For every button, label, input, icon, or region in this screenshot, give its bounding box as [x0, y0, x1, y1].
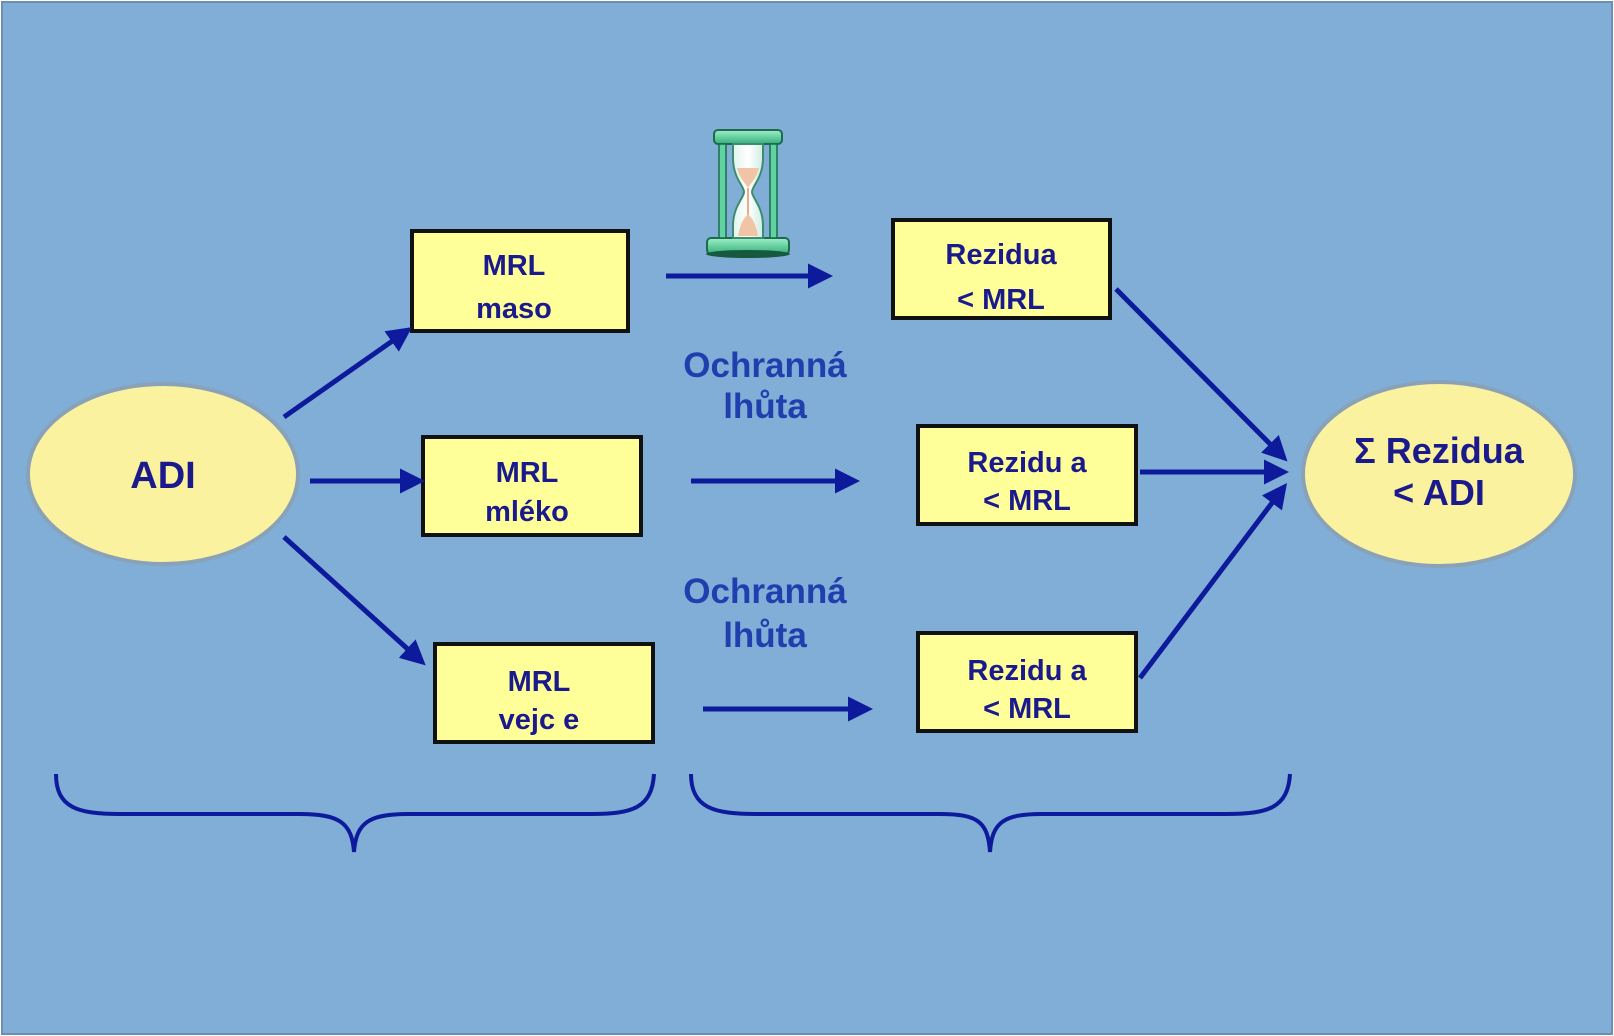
withdrawal-label-lower-line1: Ochranná [683, 572, 847, 611]
mrl-box-maso-line1: MRL [483, 250, 546, 282]
mrl-box-vejce-line1: MRL [508, 666, 571, 698]
mrl-box-vejce-rect [433, 642, 655, 744]
rezidua-box-3-line1: Rezidu a [967, 655, 1087, 687]
hourglass-icon [706, 129, 790, 258]
mrl-box-maso: MRL maso [410, 229, 630, 333]
mrl-box-mleko: MRL mléko [421, 435, 643, 537]
adi-label: ADI [130, 455, 195, 497]
sum-label-line2: < ADI [1393, 472, 1485, 513]
rezidua-box-1-line1: Rezidua [945, 239, 1057, 271]
arrow-rezidua1-to-sum [1114, 287, 1288, 462]
withdrawal-label-lower-line2: lhůta [723, 616, 807, 655]
rezidua-box-1-line2: < MRL [957, 284, 1045, 316]
sum-label-line1: Σ Rezidua [1354, 430, 1525, 471]
rezidua-box-3: Rezidu a < MRL [916, 631, 1138, 733]
rezidua-box-1-rect [891, 218, 1112, 320]
withdrawal-label-upper: Ochranná lhůta [683, 346, 847, 426]
mrl-box-mleko-line2: mléko [485, 496, 569, 528]
sum-node: Σ Rezidua < ADI [1301, 380, 1577, 568]
rezidua-box-2: Rezidu a < MRL [916, 424, 1138, 526]
rezidua-box-2-line2: < MRL [983, 485, 1071, 517]
mrl-box-mleko-line1: MRL [496, 457, 559, 489]
withdrawal-label-upper-line1: Ochranná [683, 346, 847, 385]
adi-node: ADI [26, 382, 300, 566]
rezidua-box-2-rect [916, 424, 1138, 526]
rezidua-box-2-line1: Rezidu a [967, 447, 1087, 479]
brace-left-icon [54, 773, 656, 853]
rezidua-box-1: Rezidua < MRL [891, 218, 1112, 320]
withdrawal-label-upper-line2: lhůta [723, 387, 807, 426]
rezidua-box-3-rect [916, 631, 1138, 733]
mrl-box-vejce: MRL vejc e [433, 642, 655, 744]
adi-ellipse [26, 382, 300, 566]
brace-right-icon [689, 773, 1292, 853]
arrow-adi-to-vejce [282, 535, 426, 666]
arrows [282, 263, 1289, 722]
rezidua-box-3-line2: < MRL [983, 693, 1071, 725]
arrow-adi-to-maso [282, 327, 413, 420]
mrl-box-mleko-rect [421, 435, 643, 537]
withdrawal-label-lower: Ochranná lhůta [683, 572, 847, 655]
mrl-box-maso-line2: maso [476, 293, 552, 325]
mrl-box-maso-rect [410, 229, 630, 333]
arrow-rezidua3-to-sum [1138, 483, 1288, 680]
mrl-box-vejce-line2: vejc e [499, 704, 580, 736]
sum-ellipse [1301, 380, 1577, 568]
